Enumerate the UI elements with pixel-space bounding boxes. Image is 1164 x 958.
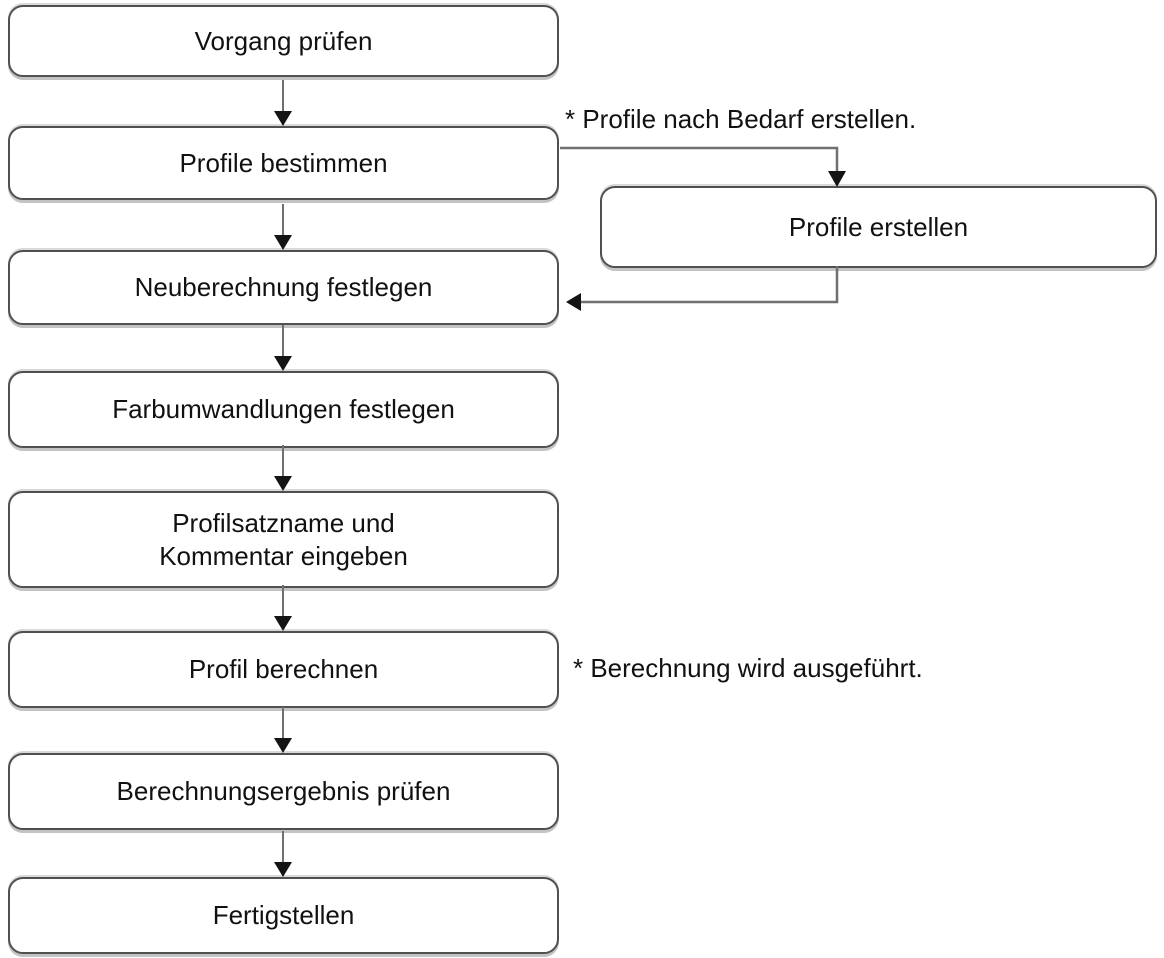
note-berechnung-ausgefuehrt: * Berechnung wird ausgeführt. xyxy=(573,653,923,683)
arrow-down-6-icon xyxy=(274,707,292,753)
flow-box-fertigstellen: Fertigstellen xyxy=(8,877,559,954)
flow-box-profile-erstellen: Profile erstellen xyxy=(600,186,1157,268)
arrow-down-2-icon xyxy=(274,204,292,250)
flow-box-berechnungsergebnis-pruefen: Berechnungsergebnis prüfen xyxy=(8,753,559,830)
arrow-down-5-icon xyxy=(274,585,292,631)
arrow-down-7-icon xyxy=(274,831,292,877)
flow-box-neuberechnung-festlegen: Neuberechnung festlegen xyxy=(8,250,559,325)
arrow-down-4-icon xyxy=(274,445,292,491)
flow-box-profil-berechnen: Profil berechnen xyxy=(8,631,559,708)
flow-box-farbumwandlungen-festlegen: Farbumwandlungen festlegen xyxy=(8,371,559,448)
return-arrow-to-neuberechnung-icon xyxy=(566,266,839,311)
note-profile-nach-bedarf: * Profile nach Bedarf erstellen. xyxy=(565,104,917,134)
flow-box-profilsatzname-kommentar: Profilsatzname und Kommentar eingeben xyxy=(8,491,559,588)
arrow-down-3-icon xyxy=(274,325,292,371)
arrow-down-1-icon xyxy=(274,80,292,126)
flow-box-profile-bestimmen: Profile bestimmen xyxy=(8,126,559,200)
branch-arrow-to-profile-erstellen-icon xyxy=(560,146,846,187)
flow-box-vorgang-pruefen: Vorgang prüfen xyxy=(8,5,559,77)
